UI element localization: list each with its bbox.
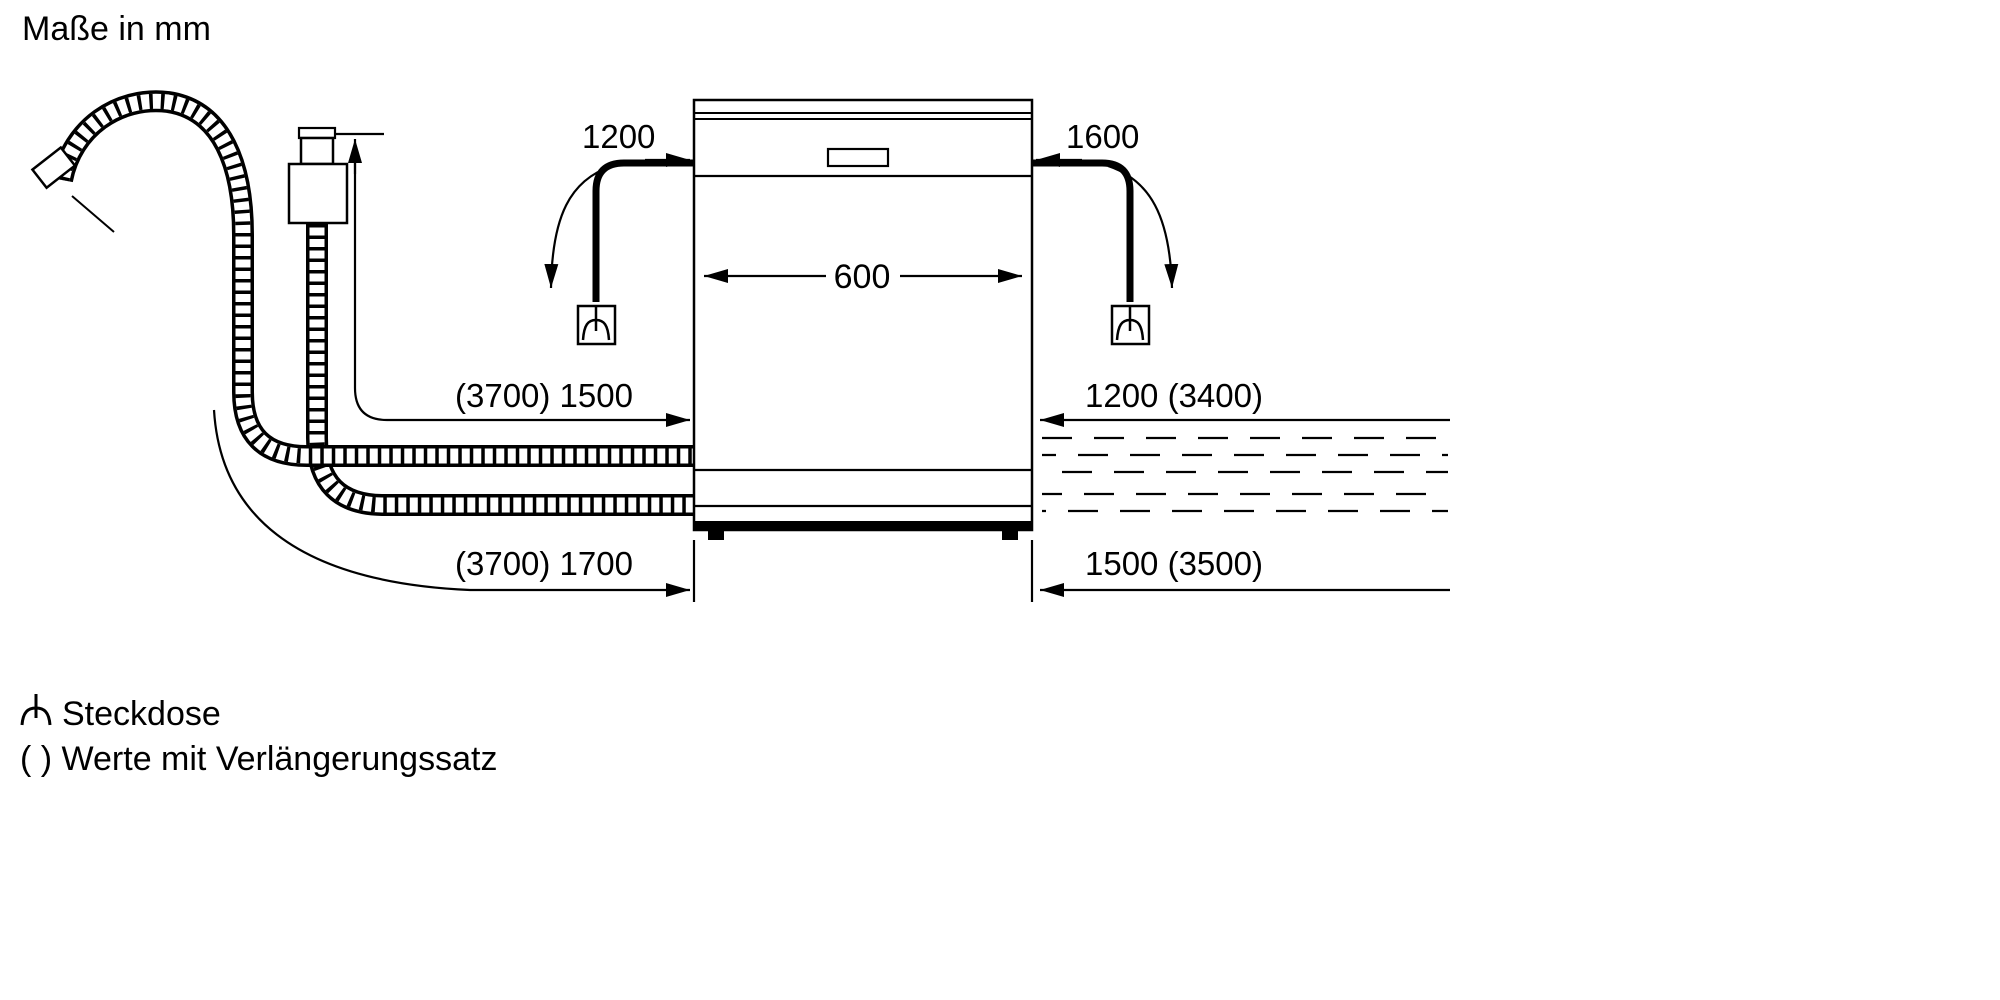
dimension-right-upper: 1200 (3400) <box>1040 377 1450 427</box>
socket-symbol-left <box>576 304 617 346</box>
dimension-cable-right-label: 1600 <box>1066 118 1139 155</box>
aquastop-valve <box>287 126 349 225</box>
dimension-supply-hose: (3700) 1700 <box>212 409 690 597</box>
hose-end-fitting <box>30 145 115 233</box>
dimension-right-lower: 1500 (3500) <box>1040 545 1450 597</box>
dimension-width: 600 <box>704 258 1022 296</box>
power-cable-right <box>1032 159 1134 302</box>
dashed-extension-lines <box>1042 436 1448 513</box>
legend-socket-label: Steckdose <box>62 695 221 733</box>
dimension-cable-left-label: 1200 <box>582 118 655 155</box>
appliance-foot-right <box>1002 530 1018 540</box>
appliance-outline <box>692 98 1034 540</box>
legend-note: ( ) Werte mit Verlängerungssatz <box>20 740 497 778</box>
dimension-right-lower-label: 1500 (3500) <box>1085 545 1263 582</box>
dimension-cable-right: 1600 <box>1036 118 1179 289</box>
extension-lines <box>692 540 1034 602</box>
dimension-width-label: 600 <box>834 258 891 296</box>
dimension-supply-hose-label: (3700) 1700 <box>455 545 633 582</box>
dimension-cable-left: 1200 <box>544 118 690 289</box>
power-cable-left <box>592 159 694 302</box>
appliance-foot-left <box>708 530 724 540</box>
socket-icon <box>20 694 52 726</box>
dimension-drain-hose-label: (3700) 1500 <box>455 377 633 414</box>
supply-hose <box>306 224 694 516</box>
legend: Steckdose ( ) Werte mit Verlängerungssat… <box>20 694 497 778</box>
appliance-base <box>695 521 1031 530</box>
drain-hose <box>51 90 694 467</box>
dimension-right-upper-label: 1200 (3400) <box>1085 377 1263 414</box>
dimension-drain-hose: (3700) 1500 <box>336 132 690 427</box>
diagram-title: Maße in mm <box>22 10 211 48</box>
control-panel-display <box>826 147 890 168</box>
socket-symbol-right <box>1110 304 1151 346</box>
